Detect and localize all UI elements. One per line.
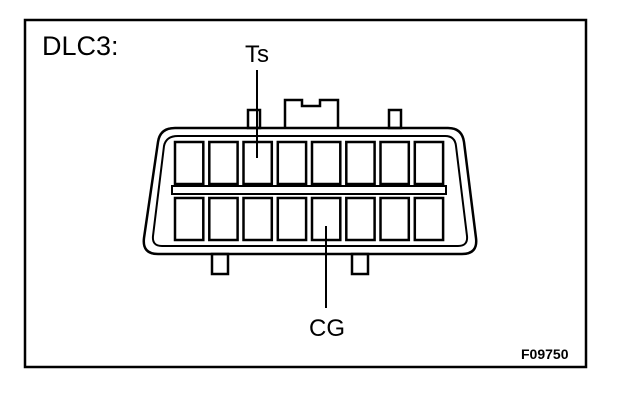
pin-cell-r2-p2 bbox=[208, 196, 239, 242]
connector-key-right bbox=[387, 108, 403, 130]
pin-cell-r2-p3 bbox=[242, 196, 274, 242]
figure-code: F09750 bbox=[521, 346, 569, 362]
pin-cell-r2-p4 bbox=[276, 196, 308, 242]
pin-cell-r1-p8 bbox=[413, 140, 445, 186]
pin-cell-r2-p1 bbox=[173, 196, 205, 242]
pin-cell-r1-p4 bbox=[276, 140, 308, 186]
pin-cell-r2-p7 bbox=[379, 196, 411, 242]
pin-cell-r1-p1 bbox=[173, 140, 205, 186]
ts-label: Ts bbox=[245, 41, 269, 68]
pin-cell-r2-p6 bbox=[345, 196, 376, 242]
cg-label: CG bbox=[309, 315, 345, 342]
row-separator bbox=[171, 185, 447, 195]
connector-foot-right bbox=[350, 252, 370, 276]
pin-cell-r1-p5 bbox=[310, 140, 342, 186]
connector-latch bbox=[283, 98, 340, 128]
diagram-title: DLC3: bbox=[42, 31, 119, 61]
pin-cell-r1-p7 bbox=[379, 140, 411, 186]
pin-cell-r1-p6 bbox=[345, 140, 376, 186]
connector-key-left bbox=[246, 108, 262, 130]
connector-housing-inner bbox=[151, 135, 469, 247]
pin-cell-r1-p2 bbox=[208, 140, 239, 186]
connector-housing-outer bbox=[142, 126, 478, 256]
connector-foot-left bbox=[210, 252, 230, 276]
pin-grid bbox=[171, 140, 447, 242]
figure-frame bbox=[23, 18, 588, 369]
pin-cell-r2-p8 bbox=[413, 196, 445, 242]
